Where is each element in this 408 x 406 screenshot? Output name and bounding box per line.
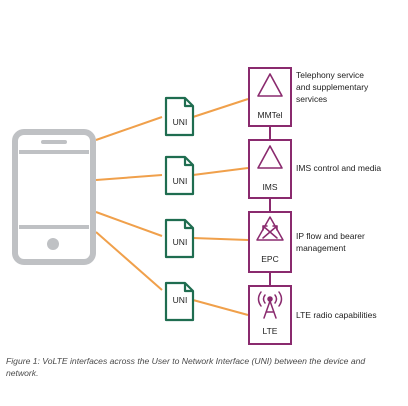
box-label: EPC: [261, 254, 278, 264]
connector-line: [95, 116, 163, 141]
epc-box: EPC: [248, 211, 292, 273]
triangle-arrows-icon: [256, 216, 284, 241]
document-icon: [164, 281, 195, 322]
box-label: MMTel: [257, 110, 282, 120]
connector-line: [192, 167, 249, 176]
uni-label: UNI: [173, 295, 188, 305]
document-icon: [164, 96, 195, 137]
ims-box: IMS: [248, 139, 292, 199]
uni-node: UNI: [164, 155, 195, 196]
connector-line: [95, 211, 163, 237]
triangle-icon: [257, 145, 283, 169]
box-description: IMS control and media: [296, 163, 381, 173]
uni-label: UNI: [173, 117, 188, 127]
uni-label: UNI: [173, 176, 188, 186]
antenna-icon: [257, 291, 283, 319]
mmtel-box: MMTel: [248, 67, 292, 127]
connector-line: [95, 174, 163, 181]
box-description: Telephony service and supplementary serv…: [296, 70, 371, 104]
connector-line: [192, 98, 249, 118]
connector-line: [192, 299, 249, 316]
uni-label: UNI: [173, 237, 188, 247]
triangle-icon: [257, 73, 283, 97]
box-label: LTE: [263, 326, 278, 336]
figure-caption: Figure 1: VoLTE interfaces across the Us…: [6, 356, 366, 378]
connector-line: [192, 237, 249, 241]
uni-node: UNI: [164, 96, 195, 137]
lte-box: LTE: [248, 285, 292, 345]
document-icon: [164, 218, 195, 259]
phone-speaker: [41, 140, 67, 144]
connector-line: [95, 231, 163, 291]
uni-node: UNI: [164, 218, 195, 259]
box-description: LTE radio capabilities: [296, 310, 377, 320]
phone-home-button: [47, 238, 59, 250]
document-icon: [164, 155, 195, 196]
phone-device: [12, 129, 96, 265]
uni-node: UNI: [164, 281, 195, 322]
box-description: IP flow and bearer management: [296, 231, 367, 253]
box-label: IMS: [262, 182, 277, 192]
